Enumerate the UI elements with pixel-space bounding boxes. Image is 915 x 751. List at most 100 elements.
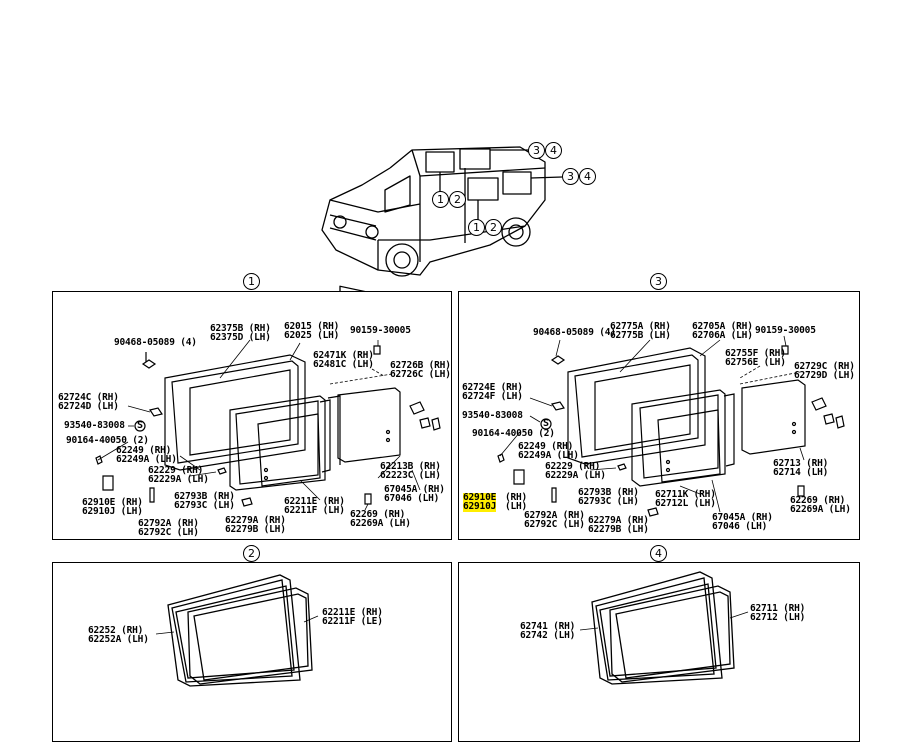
p1-label: 62726C (LH): [390, 369, 451, 380]
p1-label: 90468-05089 (4): [114, 337, 197, 348]
p2-label: 62252 (RH): [88, 625, 144, 636]
panel-2: [52, 562, 452, 742]
p1-label: 62910E (RH): [82, 497, 143, 508]
p4-label: 62741 (RH): [520, 621, 576, 632]
p1-label: 67045A (RH): [384, 484, 445, 495]
p1-label: 62726B (RH): [390, 360, 451, 371]
p1-label: 62792A (RH): [138, 518, 199, 529]
p1-label: 62471K (RH): [313, 350, 374, 361]
p3-label: 67045A (RH): [712, 512, 773, 523]
p3-label: 62269 (RH): [790, 495, 846, 506]
vehicle-callout-1a: 1: [432, 191, 449, 208]
vehicle-callout-2a: 2: [449, 191, 466, 208]
panel-2-number: 2: [243, 545, 260, 562]
panel-4: [458, 562, 860, 742]
panel-1-number: 1: [243, 273, 260, 290]
p1-label: 62792C (LH): [138, 527, 199, 538]
vehicle-callout-2b: 2: [485, 219, 502, 236]
vehicle-callout-4b: 4: [579, 168, 596, 185]
p3-label: 62755F (RH): [725, 348, 786, 359]
p3-label: 62792A (RH): [524, 510, 585, 521]
p2-label: 62211E (RH): [322, 607, 383, 618]
p1-label: 62269A (LH): [350, 518, 411, 529]
p3-label: 90159-30005: [755, 325, 816, 336]
p3-label: 62792C (LH): [524, 519, 585, 530]
p1-label: 62279A (RH): [225, 515, 286, 526]
p3-label: 62793B (RH): [578, 487, 639, 498]
vehicle-callout-3a: 3: [528, 142, 545, 159]
p1-label: 62793C (LH): [174, 500, 235, 511]
panel-1: [52, 291, 452, 540]
p3-screw-symbol: S: [543, 418, 549, 429]
p1-label: 62223C (LH): [380, 470, 441, 481]
p3-label: 62279A (RH): [588, 515, 649, 526]
p3-label: 62705A (RH): [692, 321, 753, 332]
p1-label: 62269 (RH): [350, 509, 406, 520]
p1-label: 90164-40050 (2): [66, 435, 149, 446]
p1-label: 93540-83008: [64, 420, 125, 431]
p1-label: 62279B (LH): [225, 524, 286, 535]
p3-label: 62712L (LH): [655, 498, 716, 509]
p3-label: 62724E (RH): [462, 382, 523, 393]
p3-label: (LH): [505, 501, 528, 512]
p3-label-highlighted: 62910J: [463, 501, 497, 512]
p1-label: 62724D (LH): [58, 401, 119, 412]
p3-label: 62229A (LH): [545, 470, 606, 481]
p3-label: 62714 (LH): [773, 467, 829, 478]
p3-label: 62249 (RH): [518, 441, 574, 452]
p3-label: 62756E (LH): [725, 357, 786, 368]
p1-screw-symbol: S: [137, 420, 143, 431]
p1-label: 62229A (LH): [148, 474, 209, 485]
p3-label: 62229 (RH): [545, 461, 601, 472]
p3-label: 62269A (LH): [790, 504, 851, 515]
p2-label: 62252A (LH): [88, 634, 149, 645]
p1-label: 62213B (RH): [380, 461, 441, 472]
p4-label: 62712 (LH): [750, 612, 806, 623]
p1-label: 62375B (RH): [210, 323, 271, 334]
vehicle-callout-3b: 3: [562, 168, 579, 185]
p3-label: (RH): [505, 492, 528, 503]
p1-label: 62211E (RH): [284, 496, 345, 507]
p1-label: 62793B (RH): [174, 491, 235, 502]
p3-label: 90468-05089 (4): [533, 327, 616, 338]
p1-label: 62211F (LH): [284, 505, 345, 516]
p3-label: 62249A (LH): [518, 450, 579, 461]
p3-label: 62775A (RH): [610, 321, 671, 332]
p4-label: 62711 (RH): [750, 603, 806, 614]
p3-label: 62279B (LH): [588, 524, 649, 535]
p3-label: 62729D (LH): [794, 370, 855, 381]
p1-label: 62015 (RH): [284, 321, 340, 332]
p1-label: 62910J (LH): [82, 506, 143, 517]
p3-label: 67046 (LH): [712, 521, 768, 532]
vehicle-callout-1b: 1: [468, 219, 485, 236]
p3-label: 62724F (LH): [462, 391, 523, 402]
p1-label: 62375D (LH): [210, 332, 271, 343]
panel-3: [458, 291, 860, 540]
p1-label: 62249 (RH): [116, 445, 172, 456]
p3-label: 62729C (RH): [794, 361, 855, 372]
p1-label: 62249A (LH): [116, 454, 177, 465]
panel-3-number: 3: [650, 273, 667, 290]
p3-label: 62706A (LH): [692, 330, 753, 341]
p4-label: 62742 (LH): [520, 630, 576, 641]
p3-label-highlighted: 62910E: [463, 492, 497, 503]
p1-label: 67046 (LH): [384, 493, 440, 504]
p3-label: 62711K (RH): [655, 489, 716, 500]
p3-label: 62775B (LH): [610, 330, 671, 341]
p1-label: 62025 (LH): [284, 330, 340, 341]
p3-label: 93540-83008: [462, 410, 523, 421]
p1-label: 90159-30005: [350, 325, 411, 336]
panel-4-number: 4: [650, 545, 667, 562]
p3-label: 90164-40050 (2): [472, 428, 555, 439]
p1-label: 62724C (RH): [58, 392, 119, 403]
p2-label: 62211F (LE): [322, 616, 383, 627]
p3-label: 62793C (LH): [578, 496, 639, 507]
p3-label: 62713 (RH): [773, 458, 829, 469]
vehicle-callout-4a: 4: [545, 142, 562, 159]
